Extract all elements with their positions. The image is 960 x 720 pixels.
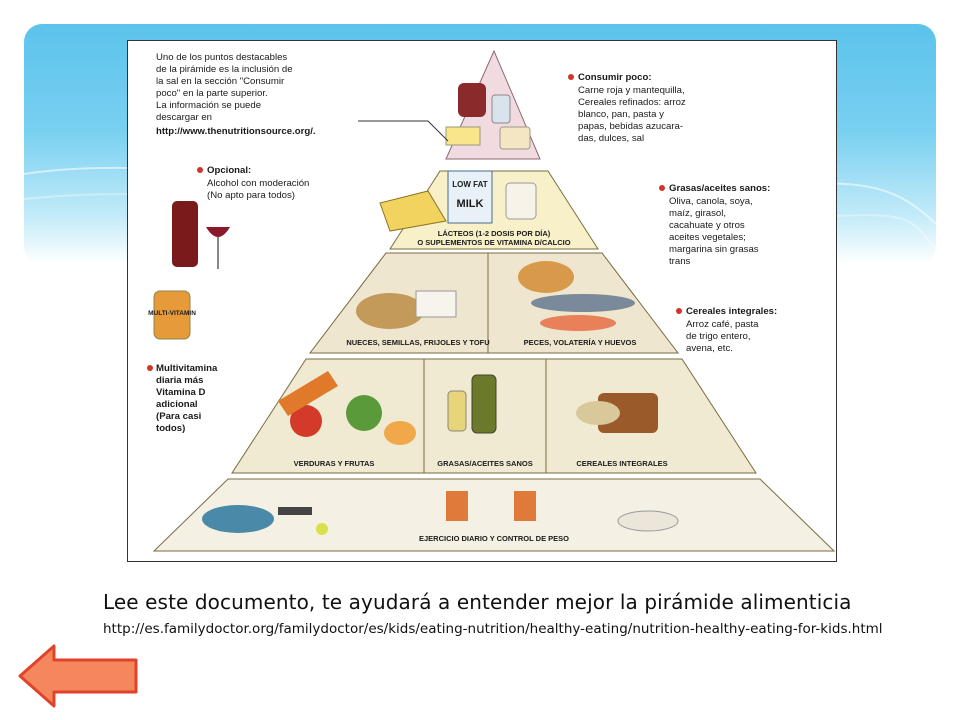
- whole-bread-illustration: [598, 393, 658, 433]
- svg-text:Cereales refinados: arroz: Cereales refinados: arroz: [578, 97, 686, 108]
- svg-text:Vitamina D: Vitamina D: [156, 387, 205, 398]
- meat-illustration: [458, 83, 486, 117]
- svg-text:aceites vegetales;: aceites vegetales;: [669, 232, 746, 243]
- opcional-note: Opcional: Alcohol con moderación (No apt…: [197, 165, 309, 201]
- svg-text:trans: trans: [669, 256, 691, 267]
- consumir-poco-note: Consumir poco: Carne roja y mantequilla,…: [568, 72, 686, 144]
- bread-illustration: [499, 126, 531, 150]
- svg-text:Multivitamina: Multivitamina: [156, 363, 218, 374]
- caption-link[interactable]: http://es.familydoctor.org/familydoctor/…: [103, 621, 883, 637]
- svg-text:(Para casi: (Para casi: [156, 411, 201, 422]
- feet-illustration: [446, 491, 468, 521]
- broccoli-illustration: [346, 395, 382, 431]
- back-button[interactable]: [16, 642, 140, 710]
- svg-text:blanco, pan, pasta y: blanco, pan, pasta y: [578, 109, 664, 120]
- svg-text:Arroz café, pasta: Arroz café, pasta: [686, 319, 759, 330]
- food-pyramid-image: LOW FAT MILK LÁCTEOS (1-2 DOSIS POR DÍA)…: [127, 40, 837, 562]
- svg-text:de trigo entero,: de trigo entero,: [686, 331, 751, 342]
- dumbbell-illustration: [278, 507, 312, 515]
- fish-illustration: [531, 294, 635, 312]
- svg-text:Opcional:: Opcional:: [207, 165, 251, 176]
- tier-peces-label: PECES, VOLATERÍA Y HUEVOS: [524, 338, 637, 347]
- svg-text:diaria más: diaria más: [156, 375, 203, 386]
- oil-bottle-illustration: [447, 390, 467, 432]
- svg-text:Alcohol con moderación: Alcohol con moderación: [207, 178, 309, 189]
- svg-text:Oliva, canola, soya,: Oliva, canola, soya,: [669, 196, 753, 207]
- rice-bowl-illustration: [576, 401, 620, 425]
- vitamin-bottle-illustration: [153, 290, 191, 340]
- wine-glass-illustration: [206, 227, 230, 237]
- yogurt-illustration: [505, 182, 537, 220]
- tennis-ball-illustration: [316, 523, 328, 535]
- svg-text:Carne roja y mantequilla,: Carne roja y mantequilla,: [578, 85, 685, 96]
- tier-grasas-label: GRASAS/ACEITES SANOS: [437, 459, 532, 468]
- svg-text:avena, etc.: avena, etc.: [686, 343, 733, 354]
- salmon-illustration: [540, 315, 616, 331]
- butter-illustration: [445, 126, 481, 146]
- wine-bottle-illustration: [172, 201, 198, 267]
- tier-verduras-label: VERDURAS Y FRUTAS: [294, 459, 375, 468]
- cereales-integrales-note: Cereales integrales: Arroz café, pasta d…: [676, 306, 777, 354]
- carrot-illustration: [278, 371, 338, 416]
- svg-text:(No apto para todos): (No apto para todos): [207, 190, 295, 201]
- cheese-illustration: [379, 190, 447, 232]
- svg-text:Cereales integrales:: Cereales integrales:: [686, 306, 777, 317]
- svg-text:margarina sin grasas: margarina sin grasas: [669, 244, 759, 255]
- olive-oil-bottle-illustration: [471, 374, 497, 434]
- tier-lacteos-label-2: O SUPLEMENTOS DE VITAMINA D/CALCIO: [417, 238, 570, 247]
- tomato-illustration: [290, 405, 322, 437]
- chicken-illustration: [518, 261, 574, 293]
- tier-ejercicio-label: EJERCICIO DIARIO Y CONTROL DE PESO: [419, 534, 569, 543]
- vitamin-bottle-label: MULTI-VITAMIN: [148, 310, 196, 317]
- plate-illustration: [617, 510, 679, 532]
- caption-title: Lee este documento, te ayudará a entende…: [103, 590, 852, 614]
- tier-nueces-label: NUECES, SEMILLAS, FRIJOLES Y TOFU: [346, 338, 489, 347]
- svg-text:La información se puede: La información se puede: [156, 100, 261, 111]
- milk-label: MILK: [457, 198, 484, 210]
- svg-text:cacahuate y otros: cacahuate y otros: [669, 220, 745, 231]
- svg-text:de la pirámide es la inclusión: de la pirámide es la inclusión de: [156, 64, 293, 75]
- tofu-illustration: [415, 290, 457, 318]
- soda-can-illustration: [491, 94, 511, 124]
- nuts-illustration: [356, 293, 424, 329]
- svg-text:descargar en: descargar en: [156, 112, 212, 123]
- svg-text:todos): todos): [156, 423, 185, 434]
- salt-note: Uno de los puntos destacables de la pirá…: [156, 52, 316, 137]
- multivitamina-note: Multivitamina diaria más Vitamina D adic…: [147, 363, 218, 434]
- svg-text:la sal en la sección "Consumir: la sal en la sección "Consumir: [156, 76, 285, 87]
- tier-lacteos-label-1: LÁCTEOS (1-2 DOSIS POR DÍA): [438, 229, 551, 238]
- slide-caption: Lee este documento, te ayudará a entende…: [103, 590, 923, 639]
- milk-carton-illustration: [447, 170, 493, 224]
- svg-text:Consumir poco:: Consumir poco:: [578, 72, 652, 83]
- svg-text:papas, bebidas azucara-: papas, bebidas azucara-: [578, 121, 683, 132]
- sneaker-illustration: [202, 505, 274, 533]
- food-pyramid-illustration: LOW FAT MILK LÁCTEOS (1-2 DOSIS POR DÍA)…: [147, 49, 836, 552]
- svg-text:Grasas/aceites sanos:: Grasas/aceites sanos:: [669, 183, 770, 194]
- melon-illustration: [384, 421, 416, 445]
- svg-text:das, dulces, sal: das, dulces, sal: [578, 133, 644, 144]
- svg-text:poco" en la parte superior.: poco" en la parte superior.: [156, 88, 268, 99]
- svg-text:Uno de los puntos destacables: Uno de los puntos destacables: [156, 52, 287, 63]
- svg-text:http://www.thenutritionsource.: http://www.thenutritionsource.org/.: [156, 126, 316, 137]
- svg-text:adicional: adicional: [156, 399, 198, 410]
- grasas-sanas-note: Grasas/aceites sanos: Oliva, canola, soy…: [659, 183, 770, 267]
- tier-cereales-label: CEREALES INTEGRALES: [576, 459, 667, 468]
- svg-text:maíz, girasol,: maíz, girasol,: [669, 208, 726, 219]
- lowfat-label: LOW FAT: [452, 180, 488, 189]
- left-arrow-icon[interactable]: [16, 642, 140, 710]
